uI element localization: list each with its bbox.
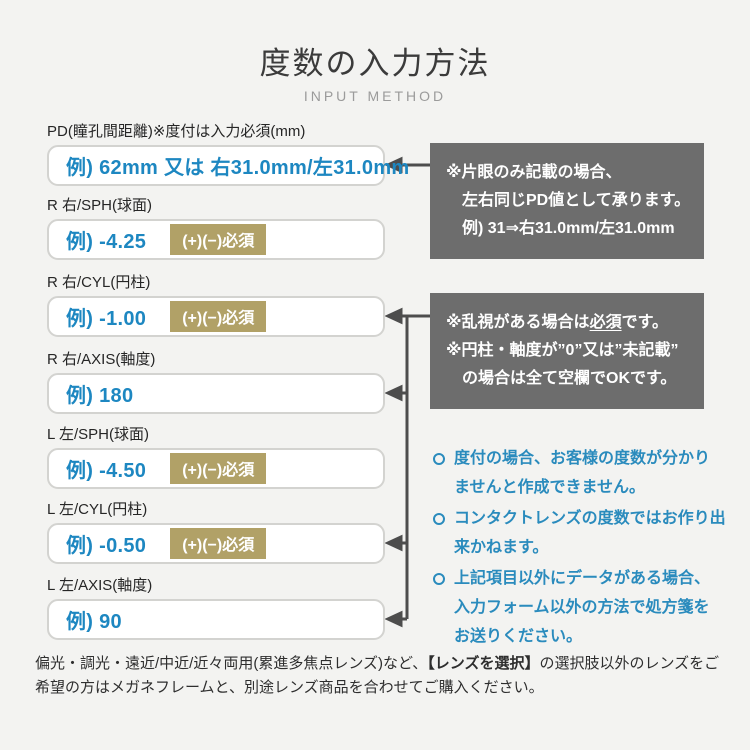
circle-bullet-icon (433, 573, 445, 585)
field-l-sph: L 左/SPH(球面) 例) -4.50 (+)(−)必須 (47, 424, 385, 489)
field-l-axis: L 左/AXIS(軸度) 例) 90 (47, 575, 385, 640)
page-subtitle: INPUT METHOD (303, 88, 447, 104)
l-cyl-input[interactable]: 例) -0.50 (+)(−)必須 (47, 523, 385, 564)
note-text: 上記項目以外にデータがある場合、 入力フォーム以外の方法で処方箋を お送りくださ… (454, 570, 711, 645)
arrow-head-l-axis-icon (384, 610, 403, 628)
cyl-note-line2: ※円柱・軸度が”0”又は”未記載” (446, 342, 679, 359)
field-r-cyl: R 右/CYL(円柱) 例) -1.00 (+)(−)必須 (47, 272, 385, 337)
l-sph-example-value: 例) -4.50 (66, 460, 147, 482)
arrow-head-r-cyl-icon (384, 307, 403, 325)
list-item: コンタクトレンズの度数ではお作り出 来かねます。 (433, 504, 743, 562)
r-sph-required-badge: (+)(−)必須 (170, 224, 267, 255)
circle-bullet-icon (433, 513, 445, 525)
r-axis-label: R 右/AXIS(軸度) (47, 351, 156, 368)
r-cyl-input[interactable]: 例) -1.00 (+)(−)必須 (47, 296, 385, 337)
cyl-note-line1-em: 必須 (589, 314, 622, 331)
l-axis-example-value: 例) 90 (66, 611, 122, 633)
cyl-note-line1-post: です。 (621, 314, 668, 331)
r-cyl-example-value: 例) -1.00 (66, 308, 147, 330)
list-item: 度付の場合、お客様の度数が分かり ませんと作成できません。 (433, 444, 743, 502)
l-cyl-required-badge: (+)(−)必須 (170, 528, 267, 559)
cyl-note-line3: の場合は全て空欄でOKです。 (462, 370, 677, 387)
pd-note-line1: ※片眼のみ記載の場合、 (446, 164, 622, 181)
field-r-axis: R 右/AXIS(軸度) 例) 180 (47, 349, 385, 414)
pd-note-callout: ※片眼のみ記載の場合、 左右同じPD値として承ります。 例) 31⇒右31.0m… (430, 143, 704, 259)
footer-emphasis: 【レンズを選択】 (427, 655, 540, 672)
pd-example-value: 例) 62mm 又は 右31.0mm/左31.0mm (66, 157, 410, 179)
cyl-note-line1: ※乱視がある場合は必須です。 (446, 309, 704, 337)
arrow-head-r-axis-icon (384, 384, 403, 402)
footer-note: 偏光・調光・遠近/中近/近々両用(累進多焦点レンズ)など、【レンズを選択】の選択… (35, 652, 731, 700)
list-item: 上記項目以外にデータがある場合、 入力フォーム以外の方法で処方箋を お送りくださ… (433, 564, 743, 651)
footer-post: の選択肢以外のレンズをご希望の方はメガネフレームと、別途レンズ商品を合わせてご購… (35, 655, 720, 696)
cyl-note-callout: ※乱視がある場合は必須です。 ※円柱・軸度が”0”又は”未記載” の場合は全て空… (430, 293, 704, 409)
r-sph-example-value: 例) -4.25 (66, 231, 147, 253)
r-cyl-required-badge: (+)(−)必須 (170, 301, 267, 332)
pd-note-line2: 左右同じPD値として承ります。 (462, 192, 691, 209)
r-cyl-label: R 右/CYL(円柱) (47, 274, 151, 291)
note-text: 度付の場合、お客様の度数が分かり ませんと作成できません。 (454, 450, 711, 496)
arrow-head-l-cyl-icon (384, 534, 403, 552)
field-pd: PD(瞳孔間距離)※度付は入力必須(mm) 例) 62mm 又は 右31.0mm… (47, 121, 409, 186)
l-sph-required-badge: (+)(−)必須 (170, 453, 267, 484)
field-r-sph: R 右/SPH(球面) 例) -4.25 (+)(−)必須 (47, 195, 385, 260)
l-cyl-label: L 左/CYL(円柱) (47, 501, 148, 518)
footer-pre: 偏光・調光・遠近/中近/近々両用(累進多焦点レンズ)など、 (35, 655, 428, 672)
l-sph-label: L 左/SPH(球面) (47, 426, 149, 443)
l-cyl-example-value: 例) -0.50 (66, 535, 147, 557)
page-title: 度数の入力方法 (259, 46, 491, 81)
pd-note-line3: 例) 31⇒右31.0mm/左31.0mm (462, 220, 675, 237)
pd-label: PD(瞳孔間距離)※度付は入力必須(mm) (47, 123, 306, 140)
notes-list: 度付の場合、お客様の度数が分かり ませんと作成できません。 コンタクトレンズの度… (433, 444, 743, 653)
l-axis-label: L 左/AXIS(軸度) (47, 577, 153, 594)
field-l-cyl: L 左/CYL(円柱) 例) -0.50 (+)(−)必須 (47, 499, 385, 564)
arrow-trunk-cyl (405, 314, 430, 619)
note-text: コンタクトレンズの度数ではお作り出 来かねます。 (454, 510, 726, 556)
l-axis-input[interactable]: 例) 90 (47, 599, 385, 640)
circle-bullet-icon (433, 453, 445, 465)
pd-input[interactable]: 例) 62mm 又は 右31.0mm/左31.0mm (47, 145, 409, 186)
l-sph-input[interactable]: 例) -4.50 (+)(−)必須 (47, 448, 385, 489)
r-axis-input[interactable]: 例) 180 (47, 373, 385, 414)
r-axis-example-value: 例) 180 (66, 385, 134, 407)
r-sph-input[interactable]: 例) -4.25 (+)(−)必須 (47, 219, 385, 260)
cyl-note-line1-pre: ※乱視がある場合は (446, 314, 590, 331)
r-sph-label: R 右/SPH(球面) (47, 197, 153, 214)
